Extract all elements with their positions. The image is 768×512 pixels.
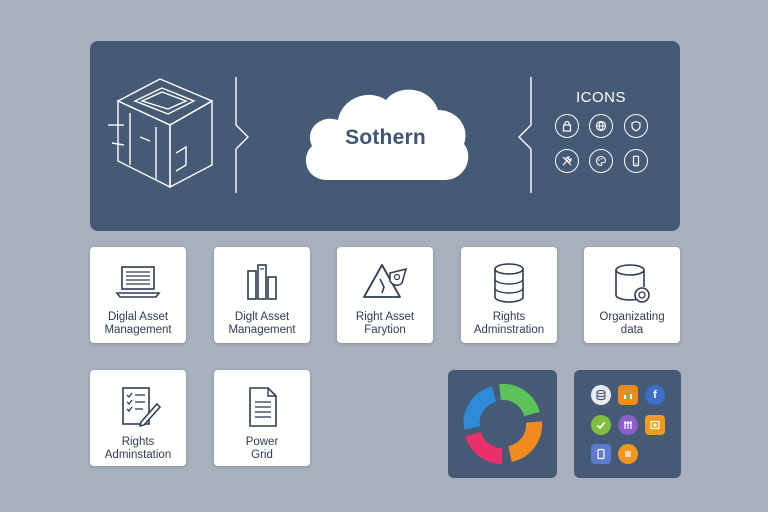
right-divider xyxy=(518,77,532,193)
phone-icon xyxy=(624,149,648,173)
menu-app-icon[interactable] xyxy=(618,444,638,464)
tablet-app-icon[interactable] xyxy=(591,444,611,464)
laptop-icon xyxy=(90,261,186,303)
photo-app-icon[interactable] xyxy=(645,415,665,435)
app-icons-tile: f xyxy=(574,370,681,478)
ring-segment-blue xyxy=(463,386,497,430)
card-digital-asset-management-2[interactable]: Diglt Asset Management xyxy=(214,247,310,343)
card-label-line2: Grid xyxy=(251,449,273,461)
ring-segment-pink xyxy=(465,431,503,465)
card-label-line1: Diglt Asset xyxy=(234,311,290,323)
card-label-line1: Rights xyxy=(121,436,155,448)
server-box-icon xyxy=(108,78,214,189)
card-right-asset[interactable]: Right Asset Farytion xyxy=(337,247,433,343)
card-label-line1: Power xyxy=(245,436,279,448)
cloud-icon xyxy=(305,89,469,180)
database-icon xyxy=(461,261,557,305)
palette-icon xyxy=(589,149,613,173)
card-label-line2: data xyxy=(620,324,644,336)
card-rights-administration[interactable]: Rights Adminstration xyxy=(461,247,557,343)
left-divider xyxy=(235,77,249,193)
card-label-line1: Diglal Asset xyxy=(107,311,169,323)
card-label-line2: Management xyxy=(104,324,172,336)
card-rights-administration-2[interactable]: Rights Adminstation xyxy=(90,370,186,466)
bar-chart-icon xyxy=(214,261,310,303)
ring-segment-orange xyxy=(507,421,543,462)
card-organizing-data[interactable]: Organizating data xyxy=(584,247,680,343)
facebook-icon[interactable]: f xyxy=(645,385,665,405)
card-label-line2: Farytion xyxy=(364,324,406,336)
shield-icon xyxy=(624,114,648,138)
banner-decoration xyxy=(108,77,532,193)
card-label-line2: Adminstration xyxy=(473,324,545,336)
chart-app-icon[interactable] xyxy=(618,385,638,405)
card-label-line2: Adminstation xyxy=(104,449,172,461)
wrench-icon xyxy=(555,149,579,173)
database-app-icon[interactable] xyxy=(591,385,611,405)
warning-icon xyxy=(337,261,433,303)
cloud-label: Sothern xyxy=(345,126,426,149)
icons-title: ICONS xyxy=(575,89,626,106)
lock-icon xyxy=(555,114,579,138)
globe-icon xyxy=(589,114,613,138)
document-icon xyxy=(214,384,310,430)
ring-logo-icon xyxy=(463,383,543,465)
card-label-line1: Right Asset xyxy=(355,311,415,323)
card-label-line2: Management xyxy=(228,324,296,336)
card-power-grid[interactable]: Power Grid xyxy=(214,370,310,466)
database-shield-icon xyxy=(584,261,680,305)
ring-logo-tile[interactable] xyxy=(448,370,557,478)
card-label-line1: Rights xyxy=(492,311,526,323)
ring-segment-green xyxy=(499,383,540,417)
check-app-icon[interactable] xyxy=(591,415,611,435)
checklist-icon xyxy=(90,384,186,430)
card-digital-asset-management-1[interactable]: Diglal Asset Management xyxy=(90,247,186,343)
tools-app-icon[interactable] xyxy=(618,415,638,435)
cloud: Sothern xyxy=(298,80,473,185)
card-label-line1: Organizating xyxy=(599,311,665,323)
